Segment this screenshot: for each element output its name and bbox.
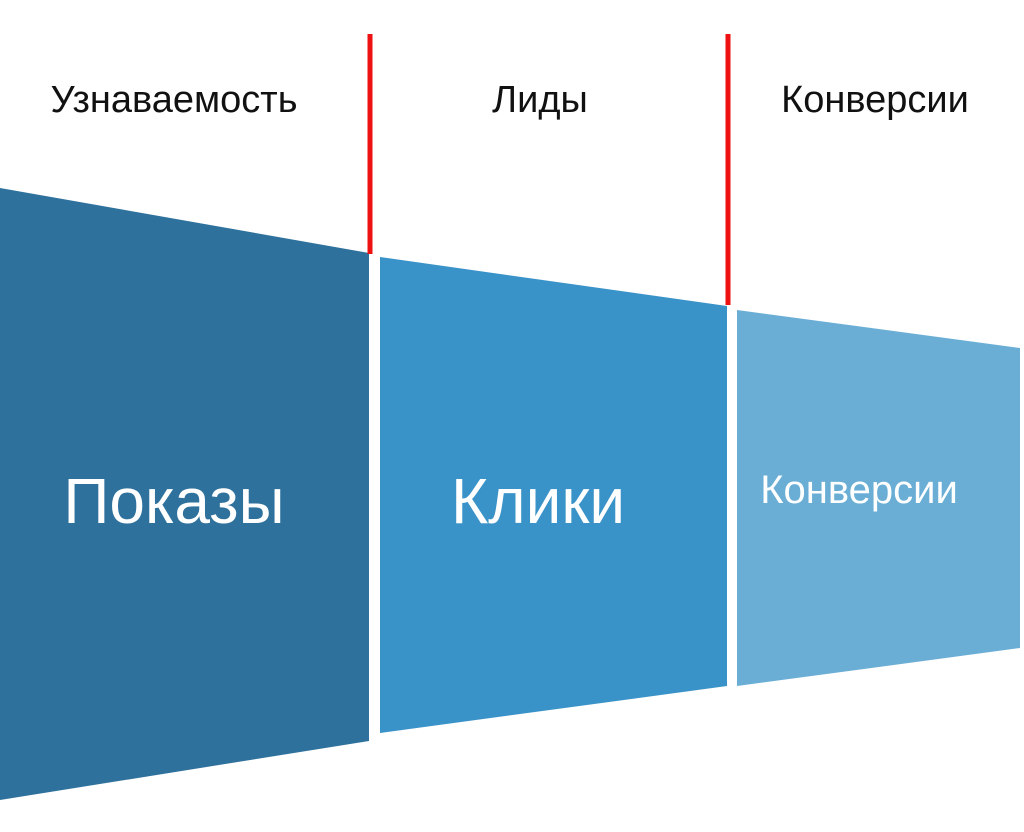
stage-header-awareness: Узнаваемость (50, 79, 298, 121)
stage-header-leads: Лиды (492, 79, 588, 121)
funnel-segment-clicks (380, 257, 727, 733)
funnel-segment-conversions (737, 310, 1020, 686)
segment-label-impressions: Показы (63, 465, 284, 537)
funnel-segment-impressions (0, 188, 369, 800)
stage-header-conversions: Конверсии (781, 79, 969, 121)
segment-label-conversions: Конверсии (760, 468, 958, 512)
segment-label-clicks: Клики (451, 465, 625, 537)
